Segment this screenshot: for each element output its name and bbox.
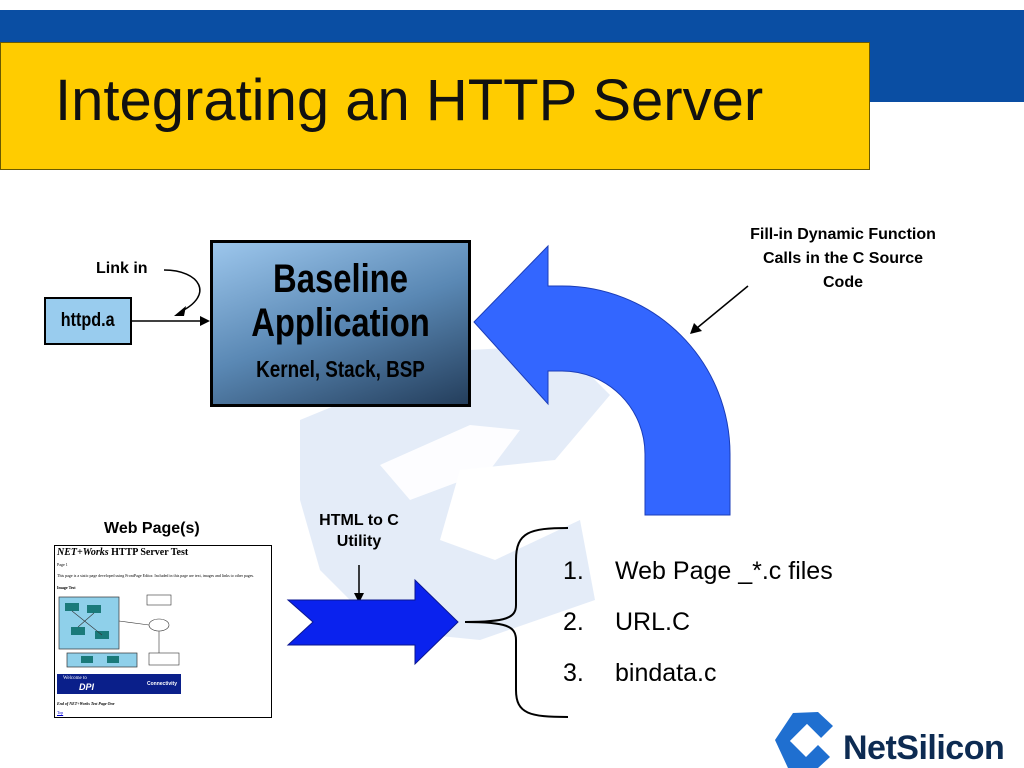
thumbnail-heading-text: HTTP Server Test: [111, 547, 189, 558]
thumbnail-page-label: Page 1: [57, 562, 68, 567]
app-subtitle: Kernel, Stack, BSP: [256, 356, 425, 382]
thumbnail-banner-welcome: Welcome to: [63, 676, 87, 681]
file-list-brace: [464, 527, 569, 718]
httpd-to-app-arrowhead: [200, 316, 210, 326]
list-item-number: 1.: [563, 557, 584, 585]
background-watermark: [300, 345, 610, 640]
link-in-label: Link in: [96, 260, 148, 277]
fill-in-label: Fill-in Dynamic Function Calls in the C …: [750, 226, 936, 291]
web-page-thumbnail: NET+Works HTTP Server Test Page 1 This p…: [54, 545, 272, 718]
netsilicon-logo-mark: [775, 712, 833, 768]
link-in-curve: [163, 269, 201, 313]
html-to-c-arrow: [286, 578, 459, 666]
title-box: [0, 42, 870, 170]
thumbnail-end-text: End of NET+Works Test Page One: [57, 701, 115, 706]
thumbnail-banner-brand: DPI: [79, 682, 95, 692]
thumbnail-heading-brand: NET+Works: [57, 547, 109, 558]
list-item-number: 3.: [563, 659, 584, 687]
netsilicon-logo-text: NetSilicon: [843, 729, 1005, 767]
list-item-name: bindata.c: [615, 659, 717, 687]
thumbnail-banner-connectivity: Connectivity: [147, 681, 178, 687]
app-title-line2: Application: [251, 301, 430, 345]
app-title-line1: Baseline: [273, 257, 408, 301]
fill-in-pointer: [696, 285, 749, 329]
thumbnail-network-image: [58, 594, 180, 668]
fill-in-pointer-head: [690, 323, 702, 334]
thumbnail-top-link: Top: [57, 710, 64, 715]
web-pages-label: Web Page(s): [104, 520, 200, 537]
httpd-library-label: httpd.a: [61, 310, 115, 331]
list-item-number: 2.: [563, 608, 584, 636]
slide-title: Integrating an HTTP Server: [55, 68, 764, 133]
httpd-library-box: httpd.a: [44, 297, 132, 345]
utility-pointer-head: [354, 593, 364, 603]
link-in-curve-head: [174, 306, 186, 316]
thumbnail-heading: NET+Works HTTP Server Test: [57, 547, 188, 558]
thumbnail-image-test: Image Test: [57, 585, 76, 590]
list-item-name: Web Page _*.c files: [615, 557, 833, 585]
thumbnail-description: This page is a static page developed usi…: [57, 573, 255, 578]
baseline-application-box: Baseline Application Kernel, Stack, BSP: [210, 240, 471, 407]
watermark-inner: [380, 425, 520, 500]
thumbnail-banner: Welcome to DPI Connectivity: [57, 674, 181, 694]
curved-return-arrow: [473, 244, 731, 516]
html-to-c-label: HTML to C Utility: [319, 512, 399, 550]
list-item-name: URL.C: [615, 608, 691, 636]
